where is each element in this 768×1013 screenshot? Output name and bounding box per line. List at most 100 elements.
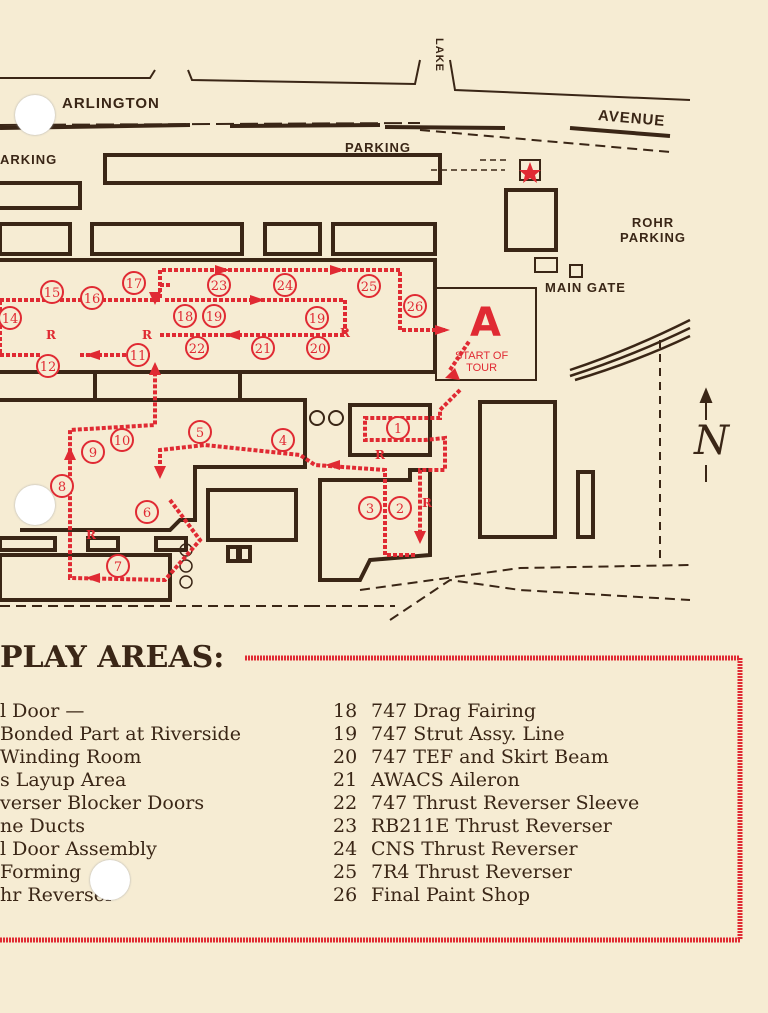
stop-marker-20 [306,336,330,360]
legend-item: 25 7R4 Thrust Reverser [333,861,639,884]
legend-name: 7R4 Thrust Reverser [371,861,572,883]
legend-item: l Door Assembly [0,838,157,860]
stop-number: 11 [130,349,147,364]
legend-item: Winding Room [0,746,142,768]
parking-left-label: ARKING [0,152,58,167]
buildings [0,153,595,602]
legend-item: 18 747 Drag Fairing [333,700,639,723]
stop-marker-11 [126,343,150,367]
legend-frame [0,655,743,943]
stop-marker-25 [357,274,381,298]
legend-number: 20 [333,746,358,768]
legend-number: 22 [333,792,358,814]
star-icon [519,162,541,183]
legend-item: 26 Final Paint Shop [333,884,639,907]
binder-hole [15,485,55,525]
restroom-marker: R [86,528,97,542]
stop-number: 24 [277,279,294,294]
north-arrow-icon [699,387,713,482]
stop-number: 20 [310,342,327,357]
legend-item: s Layup Area [0,769,127,791]
north-symbol: N [694,418,730,464]
restroom-marker: R [422,496,433,510]
stop-number: 15 [44,286,61,301]
stop-number: 17 [126,277,143,292]
stop-number: 1 [394,422,402,437]
stop-marker-4 [271,428,295,452]
stop-marker-5 [188,420,212,444]
legend-item: ne Ducts [0,815,86,837]
legend-number: 23 [333,815,358,837]
binder-hole [90,860,130,900]
legend-number: 21 [333,769,358,791]
stop-marker-26 [403,294,427,318]
binder-hole [15,95,55,135]
legend-number: 18 [333,700,358,722]
stop-marker-17 [122,271,146,295]
legend-item: 21 AWACS Aileron [333,769,639,792]
legend-right-column: 18 747 Drag Fairing 19 747 Strut Assy. Line… [333,700,639,907]
railroad [569,318,691,382]
legend-name: 747 Drag Fairing [371,700,537,722]
stop-marker-14 [0,306,22,330]
restroom-marker: R [340,326,351,340]
tour-route [0,268,472,583]
rohr-parking-label: ROHR PARKING [620,215,686,245]
legend-item: 20 747 TEF and Skirt Beam [333,746,639,769]
stop-marker-7 [106,554,130,578]
legend-number: 19 [333,723,358,745]
legend-number: 25 [333,861,358,883]
street-lake: LAKE [433,38,445,72]
stop-number: 16 [84,292,101,307]
stop-marker-2 [388,496,412,520]
legend-number: 26 [333,884,358,906]
legend-item: l Door — [0,700,85,722]
stop-marker-15 [40,280,64,304]
stop-marker-12 [36,354,60,378]
stop-marker-9 [81,440,105,464]
main-gate-label: MAIN GATE [545,280,626,295]
restroom-marker: R [375,448,386,462]
stop-marker-19 [202,304,226,328]
legend-item: 22 747 Thrust Reverser Sleeve [333,792,639,815]
stop-number: 10 [114,434,131,449]
stop-number: 19 [309,312,326,327]
stop-marker-1 [386,416,410,440]
stop-number: 8 [58,480,66,495]
stop-number: 25 [361,280,378,295]
stop-marker-24 [273,273,297,297]
stop-number: 18 [177,310,194,325]
stop-number: 9 [89,446,97,461]
stop-number: 4 [279,434,287,449]
legend-item: 19 747 Strut Assy. Line [333,723,639,746]
stop-marker-19 [305,306,329,330]
legend-item: Bonded Part at Riverside [0,723,241,745]
stop-marker-10 [110,428,134,452]
stop-number: 23 [211,279,228,294]
stop-number: 12 [40,360,57,375]
stop-marker-18 [173,304,197,328]
legend-name: 747 Strut Assy. Line [371,723,565,745]
stop-number: 22 [189,342,206,357]
legend-name: 747 TEF and Skirt Beam [371,746,609,768]
legend-name: Final Paint Shop [371,884,531,906]
stop-number: 3 [366,502,374,517]
stop-number: 19 [206,310,223,325]
legend-item: Forming [0,861,82,883]
stop-marker-16 [80,286,104,310]
legend-item: verser Blocker Doors [0,792,205,814]
stop-number: 6 [143,506,151,521]
legend-name: CNS Thrust Reverser [371,838,578,860]
legend-name: 747 Thrust Reverser Sleeve [371,792,640,814]
stop-number: 2 [396,502,404,517]
legend-name: AWACS Aileron [371,769,520,791]
stop-number: 21 [255,342,272,357]
restroom-marker: R [142,328,153,342]
route-arrows [64,265,460,583]
stop-marker-23 [207,273,231,297]
stop-number: 5 [196,426,204,441]
parking-top-label: PARKING [345,140,411,155]
